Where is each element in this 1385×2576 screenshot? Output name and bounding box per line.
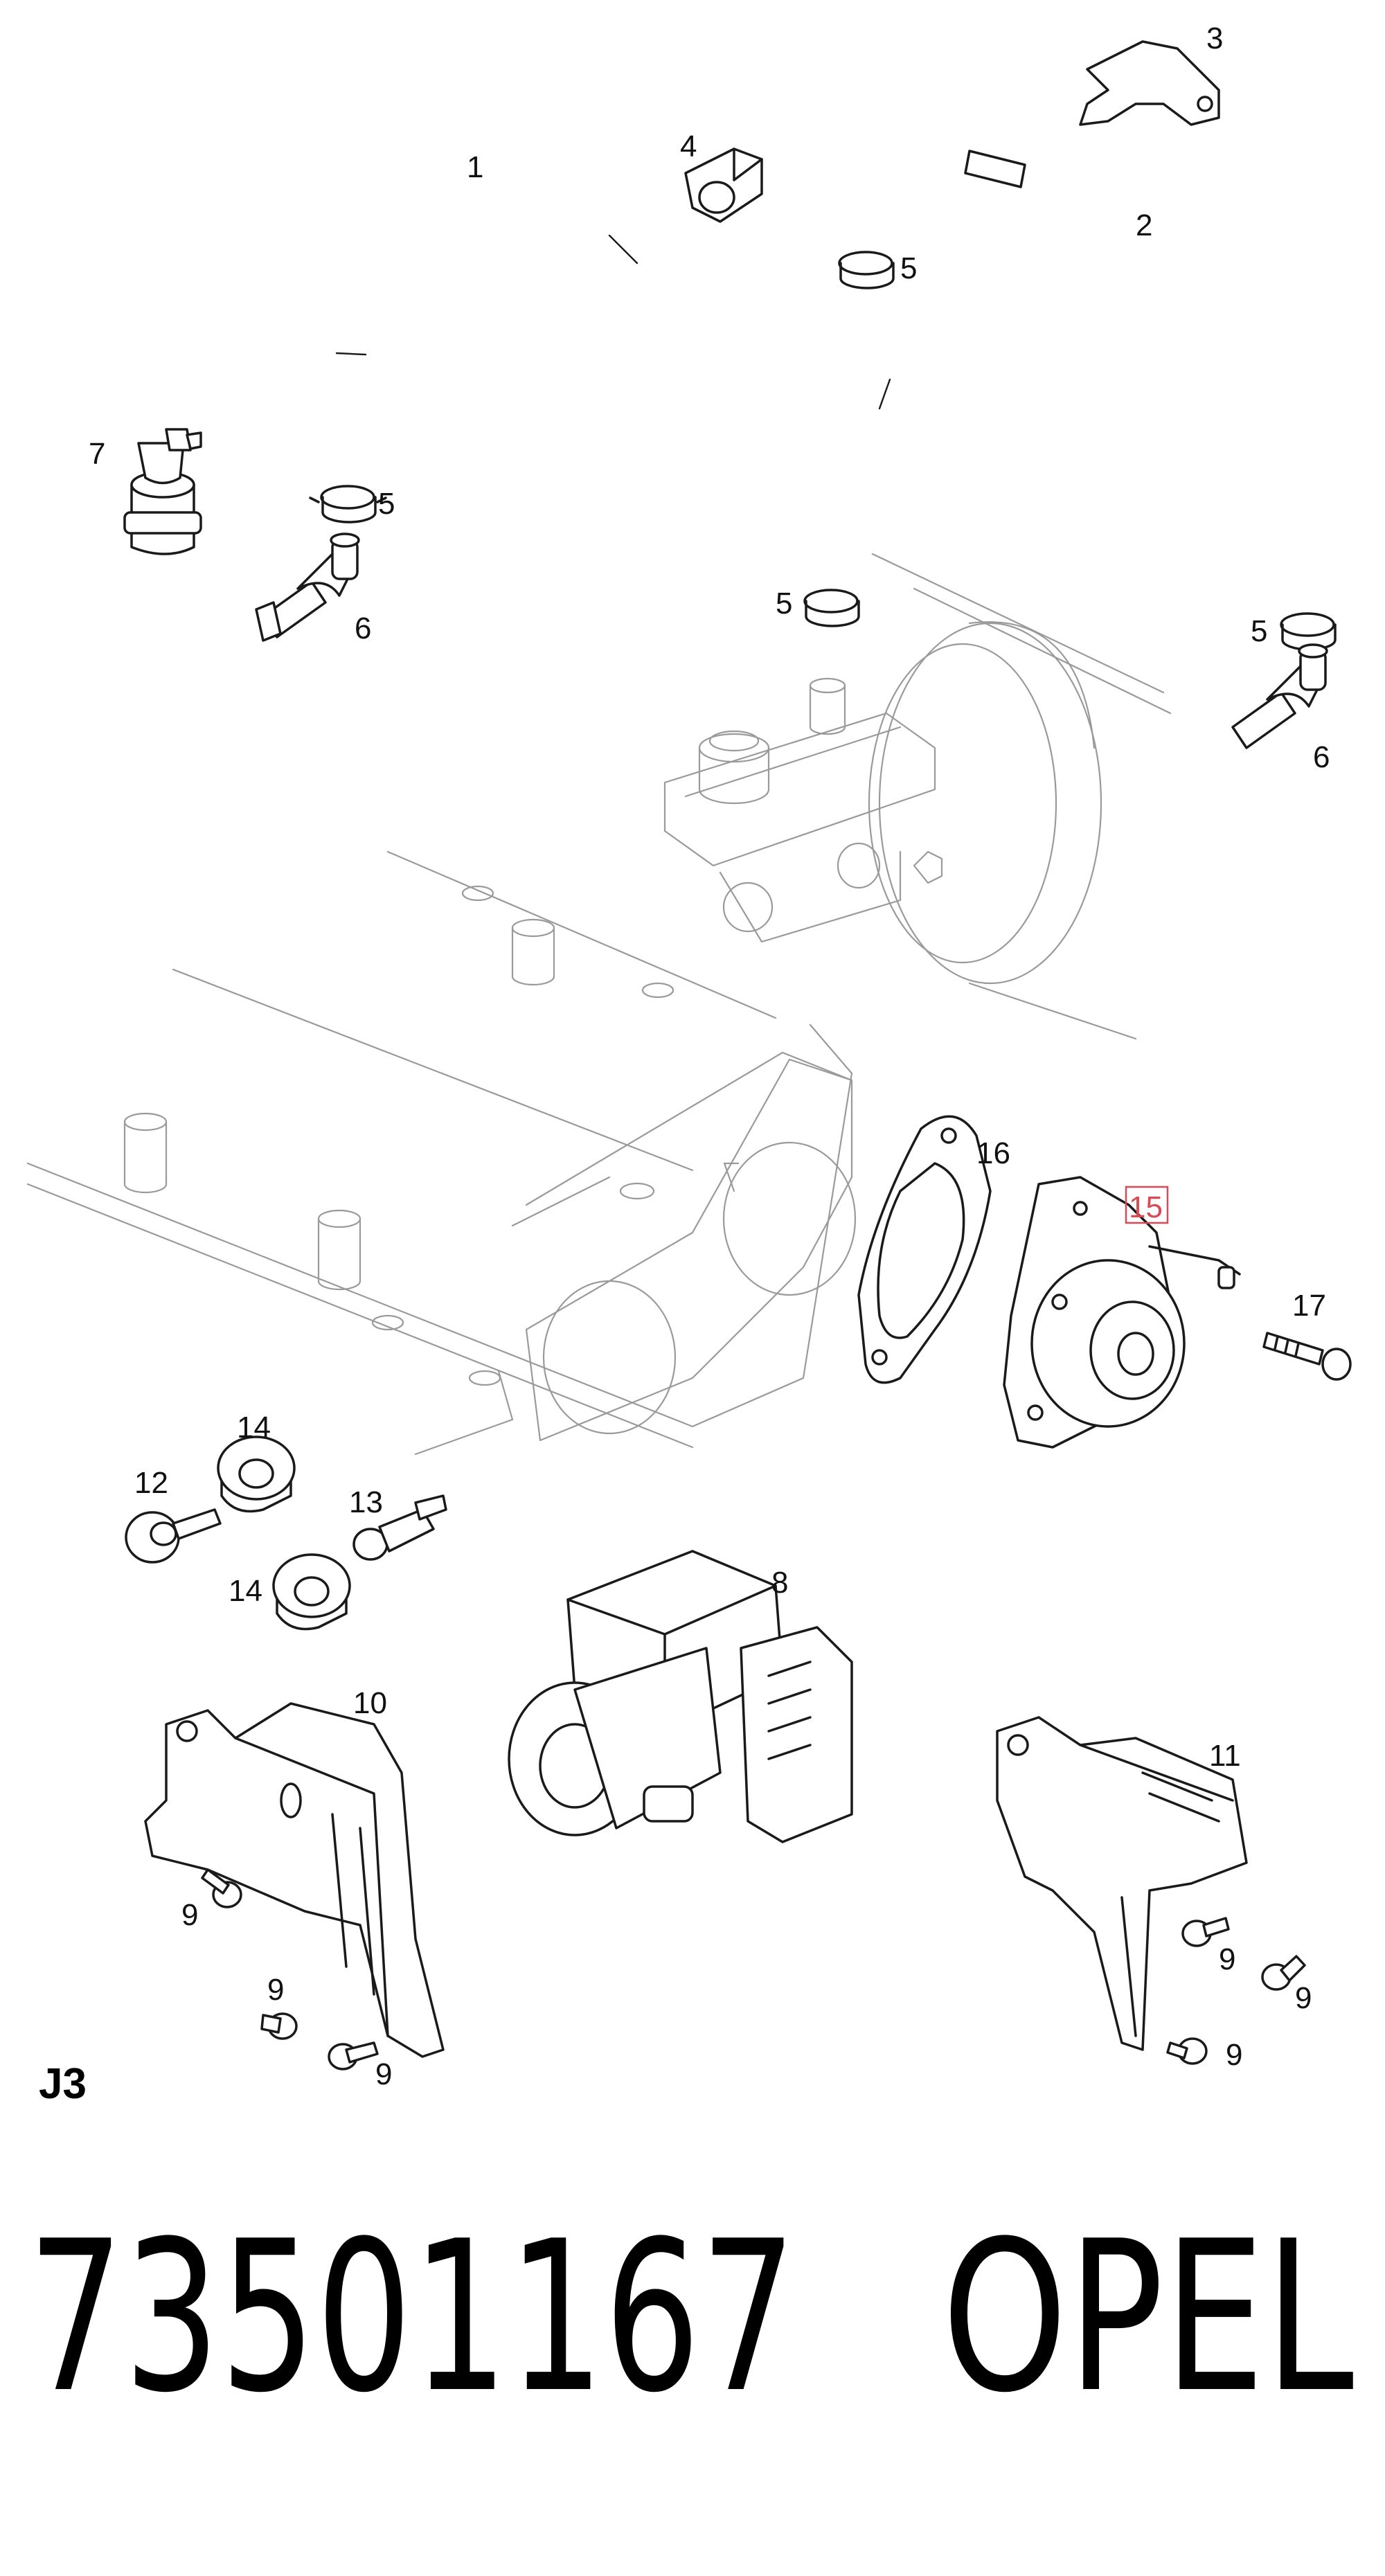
callout-6b: 6 <box>1313 740 1330 774</box>
callout-11: 11 <box>1209 1739 1241 1773</box>
brand-name: OPEL <box>942 2197 1355 2438</box>
callout-5d: 5 <box>1251 614 1267 648</box>
hose-connector-6a <box>255 533 360 642</box>
hose-clip-5a <box>309 485 387 524</box>
callout-9e: 9 <box>1295 1981 1312 2015</box>
bracket-10 <box>144 1702 445 2058</box>
callout-3: 3 <box>1206 21 1223 55</box>
callout-labels: 1 2 3 4 5 5 5 5 6 6 7 8 9 9 9 9 9 9 10 1… <box>89 21 1330 2091</box>
bracket-3 <box>1079 40 1220 126</box>
callout-9a: 9 <box>181 1898 198 1932</box>
clip-4 <box>684 147 763 223</box>
ghost-brake-servo <box>663 553 1172 1040</box>
bolt-9e <box>1261 1955 1306 1991</box>
callout-2: 2 <box>1136 208 1152 242</box>
vacuum-hose-2 <box>859 123 1308 588</box>
rubber-mount-14a <box>217 1435 296 1513</box>
callout-8: 8 <box>771 1566 788 1600</box>
callout-4: 4 <box>680 129 697 163</box>
vacuum-hose-1 <box>326 191 934 560</box>
bolt-9f <box>1166 2037 1208 2065</box>
callout-17: 17 <box>1292 1289 1326 1323</box>
ghost-engine-block <box>26 850 857 1456</box>
callout-16: 16 <box>976 1136 1010 1170</box>
hose-connector-6b <box>1231 643 1328 749</box>
vacuum-pump-15 <box>1003 1176 1241 1449</box>
mount-bolt-12 <box>125 1508 222 1564</box>
callout-15: 15 <box>1129 1190 1163 1224</box>
bolt-9a <box>201 1868 242 1908</box>
bolt-17 <box>1262 1332 1352 1381</box>
bolt-9b <box>260 2012 298 2040</box>
hose-clip-5b <box>838 251 895 289</box>
sheet-code: J3 <box>39 2060 87 2108</box>
highlight-box-15 <box>1125 1186 1169 1224</box>
callout-1: 1 <box>467 150 483 184</box>
mount-bolt-13 <box>352 1494 447 1561</box>
callout-10: 10 <box>353 1686 387 1720</box>
callout-9b: 9 <box>267 1973 284 2007</box>
rubber-mount-14b <box>272 1553 351 1631</box>
callout-9d: 9 <box>1219 1942 1235 1976</box>
callout-5c: 5 <box>776 587 792 620</box>
callout-6a: 6 <box>355 611 371 645</box>
callout-5a: 5 <box>378 487 395 521</box>
abs-unit-8 <box>508 1550 853 1843</box>
gasket-16 <box>857 1115 992 1384</box>
bolt-9c <box>328 2041 379 2070</box>
callout-12: 12 <box>134 1466 168 1500</box>
callout-7: 7 <box>89 437 105 471</box>
hose-clip-5c <box>803 589 860 627</box>
part-number: 73501167 <box>28 2197 796 2438</box>
callout-5b: 5 <box>900 251 917 285</box>
callout-14a: 14 <box>237 1411 271 1444</box>
callout-13: 13 <box>349 1485 383 1519</box>
bolt-9d <box>1181 1917 1230 1947</box>
check-valve-7 <box>123 428 202 555</box>
callout-14b: 14 <box>229 1574 262 1608</box>
callout-9c: 9 <box>375 2057 392 2091</box>
callout-9f: 9 <box>1226 2038 1242 2072</box>
bracket-11 <box>996 1716 1248 2051</box>
